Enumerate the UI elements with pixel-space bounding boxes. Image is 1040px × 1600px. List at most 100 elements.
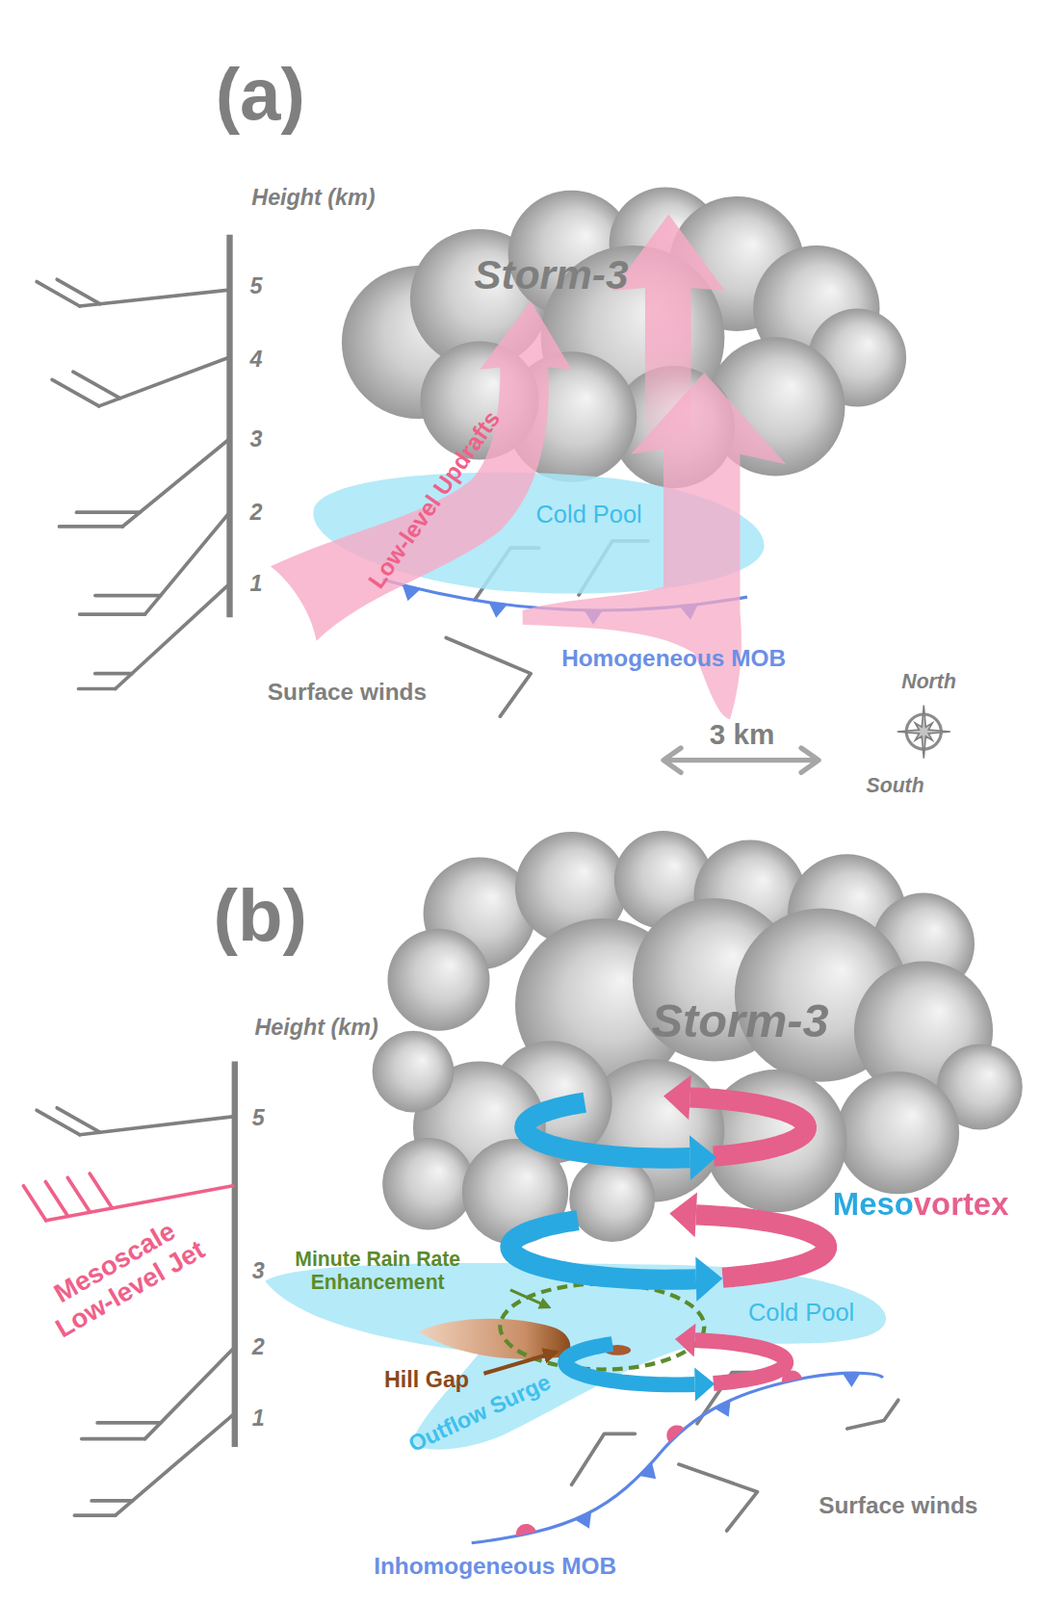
cold-front-triangle xyxy=(584,610,603,625)
cold-front-triangle xyxy=(714,1400,731,1418)
node-text: Storm-3 xyxy=(473,252,628,300)
rain-label: Minute Rain Rate Enhancement xyxy=(286,1247,470,1295)
updraft-arrow xyxy=(522,372,786,720)
node-text: Cold Pool xyxy=(535,501,642,530)
warm-front-semicircle xyxy=(516,1524,537,1537)
height-tick: 2 xyxy=(252,1334,265,1361)
jet-label: Mesoscale Low-level Jet xyxy=(22,1199,223,1352)
compass-label: South xyxy=(866,774,925,798)
hill-label: Hill Gap xyxy=(384,1367,469,1394)
cloud-puff xyxy=(382,1138,474,1230)
leader-arrow xyxy=(483,1352,556,1374)
node-text: Storm-3 xyxy=(650,993,829,1048)
wind-barb xyxy=(78,583,231,689)
warm-front-semicircle xyxy=(666,1425,684,1443)
scale-arrow xyxy=(663,748,819,773)
vortex-band xyxy=(696,1215,828,1278)
barb-feather xyxy=(23,1186,46,1222)
compass-rose xyxy=(897,704,951,758)
boundary-label: Inhomogeneous MOB xyxy=(373,1553,617,1581)
vortex-arrowhead xyxy=(663,1075,692,1121)
vortex-arrowhead xyxy=(675,1324,697,1358)
front-line xyxy=(382,579,747,611)
surface-wind-barb xyxy=(445,637,531,717)
wind-barb xyxy=(52,357,230,407)
scale-label: 3 km xyxy=(709,718,776,752)
wind-barb xyxy=(79,512,231,615)
wind-label: Surface winds xyxy=(818,1491,978,1519)
barb-shaft xyxy=(46,1186,234,1222)
barb-feather xyxy=(45,1181,68,1217)
wind-barb xyxy=(36,279,230,307)
cold-front-triangle xyxy=(679,604,699,621)
homogeneous-front xyxy=(382,579,747,625)
surface-wind-barb xyxy=(847,1400,899,1430)
cloud-puff xyxy=(372,1031,455,1114)
barb-feather xyxy=(95,594,161,598)
mesovortex-ring xyxy=(510,1193,828,1302)
mesovortex-ring xyxy=(565,1324,786,1403)
background-group xyxy=(23,234,950,1532)
cloud-puff xyxy=(388,929,491,1032)
cloud-puff xyxy=(462,1139,569,1246)
updraft-arrow xyxy=(612,214,726,450)
vortex-arrowhead xyxy=(695,1256,723,1302)
height-tick: 5 xyxy=(250,272,263,299)
compass-label: North xyxy=(901,670,957,694)
barb-feather xyxy=(58,524,123,529)
barb-feather xyxy=(89,1173,112,1209)
hill xyxy=(418,1319,572,1360)
jet-barb xyxy=(23,1173,233,1222)
height-axis xyxy=(226,234,233,619)
barb-feather xyxy=(74,1513,115,1518)
barb-feather xyxy=(36,282,80,307)
vortex-band xyxy=(690,1097,807,1157)
panel-label: (b) xyxy=(213,873,308,959)
barb-feather xyxy=(73,371,121,399)
compass-star xyxy=(897,704,951,758)
height-tick: 2 xyxy=(250,499,263,526)
surface-wind-barb xyxy=(678,1464,758,1532)
scale-bar xyxy=(663,748,819,773)
cold-front-triangle xyxy=(842,1373,861,1388)
wind-barb xyxy=(74,1413,234,1516)
wind-barb xyxy=(36,1108,235,1136)
cold-front-triangle xyxy=(402,585,421,602)
barb-feather xyxy=(78,687,116,692)
height-tick: 1 xyxy=(250,571,263,598)
updraft-arrows xyxy=(270,214,786,721)
cloud-puff xyxy=(703,1069,847,1213)
height-tick: 3 xyxy=(250,425,263,452)
leader-arrow xyxy=(510,1290,549,1308)
cold-front-triangle xyxy=(574,1511,592,1530)
barb-feather xyxy=(81,1437,146,1442)
rain-enhancement-outline xyxy=(499,1283,704,1370)
height-tick: 3 xyxy=(252,1257,265,1284)
barb-shaft xyxy=(79,289,231,307)
barb-feather xyxy=(79,612,146,617)
vortex-arrowhead xyxy=(694,1368,715,1403)
height-tick: 4 xyxy=(250,346,263,373)
panel-label: (a) xyxy=(215,52,306,137)
barb-shaft xyxy=(145,512,231,615)
barb-feather xyxy=(77,510,141,515)
updraft-arrow xyxy=(270,301,572,642)
cold-front-triangle xyxy=(639,1462,656,1480)
vortex-arrowhead xyxy=(669,1193,698,1239)
storm-cloud-outline xyxy=(326,179,919,496)
surface-wind-barb xyxy=(697,1373,758,1425)
cloud-puff xyxy=(569,1156,655,1243)
axis-title: Height (km) xyxy=(251,183,375,210)
boundary-label: Homogeneous MOB xyxy=(561,645,786,673)
storm-cloud: Storm-3 xyxy=(326,179,919,496)
mesovortex-ring xyxy=(524,1075,807,1181)
height-tick: 1 xyxy=(252,1405,265,1432)
vortex-band xyxy=(565,1344,695,1385)
vortex-arrowhead xyxy=(689,1135,717,1181)
wind-barb xyxy=(81,1347,235,1439)
barb-feather xyxy=(36,1110,80,1135)
vortex-label: Mesovortex xyxy=(832,1186,1010,1223)
vortex-band xyxy=(524,1102,691,1159)
